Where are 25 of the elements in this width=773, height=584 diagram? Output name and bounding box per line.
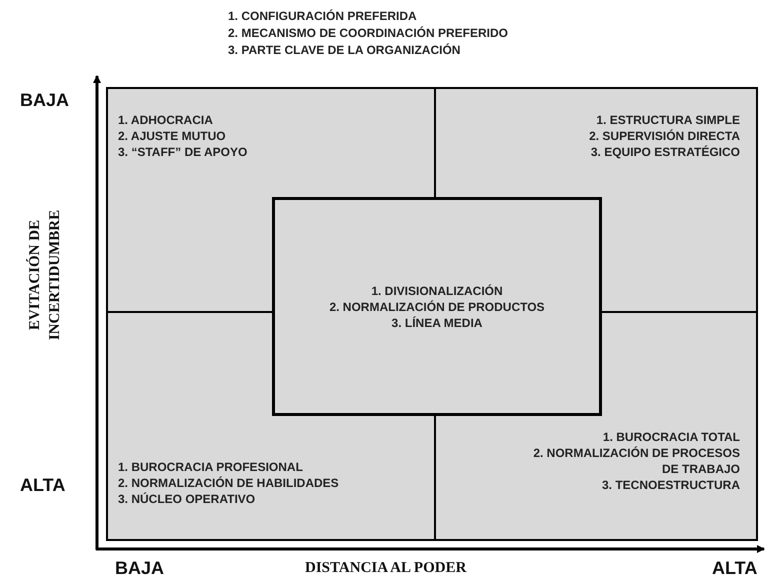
list-item: 1. DIVISIONALIZACIÓN: [371, 282, 503, 298]
list-item: 1. ADHOCRACIA: [118, 112, 213, 128]
list-item: 2. AJUSTE MUTUO: [118, 128, 226, 144]
center-box: [272, 197, 602, 416]
list-item: 3. TECNOESTRUCTURA: [602, 477, 740, 493]
list-item: 2. NORMALIZACIÓN DE PROCESOS DE TRABAJO: [532, 445, 740, 477]
axis-tick-label: BAJA: [20, 90, 70, 111]
list-item: 1. BUROCRACIA PROFESIONAL: [118, 459, 303, 475]
list-item: 3. NÚCLEO OPERATIVO: [118, 491, 256, 507]
list-item: 2. SUPERVISIÓN DIRECTA: [589, 128, 740, 144]
legend-item: 3. PARTE CLAVE DE LA ORGANIZACIÓN: [228, 42, 462, 59]
axis-tick-label: ALTA: [712, 558, 758, 579]
legend-item: 1. CONFIGURACIÓN PREFERIDA: [228, 8, 418, 25]
list-item: 1. ESTRUCTURA SIMPLE: [596, 112, 740, 128]
axis-tick-label: ALTA: [20, 475, 66, 496]
list-item: 2. NORMALIZACIÓN DE PRODUCTOS: [329, 298, 545, 314]
list-item: 3. EQUIPO ESTRATÉGICO: [590, 144, 740, 160]
axis-tick-label: BAJA: [115, 558, 164, 579]
list-item: 3. LÍNEA MEDIA: [392, 314, 482, 330]
list-item: 3. “STAFF” DE APOYO: [118, 144, 248, 160]
list-item: 1. BUROCRACIA TOTAL: [602, 429, 740, 445]
axis-title: DISTANCIA AL PODER: [305, 560, 466, 577]
list-item: 2. NORMALIZACIÓN DE HABILIDADES: [118, 475, 339, 491]
axis-title: EVITACIÓN DE INCERTIDUMBRE: [25, 208, 64, 342]
legend-item: 2. MECANISMO DE COORDINACIÓN PREFERIDO: [228, 25, 508, 42]
